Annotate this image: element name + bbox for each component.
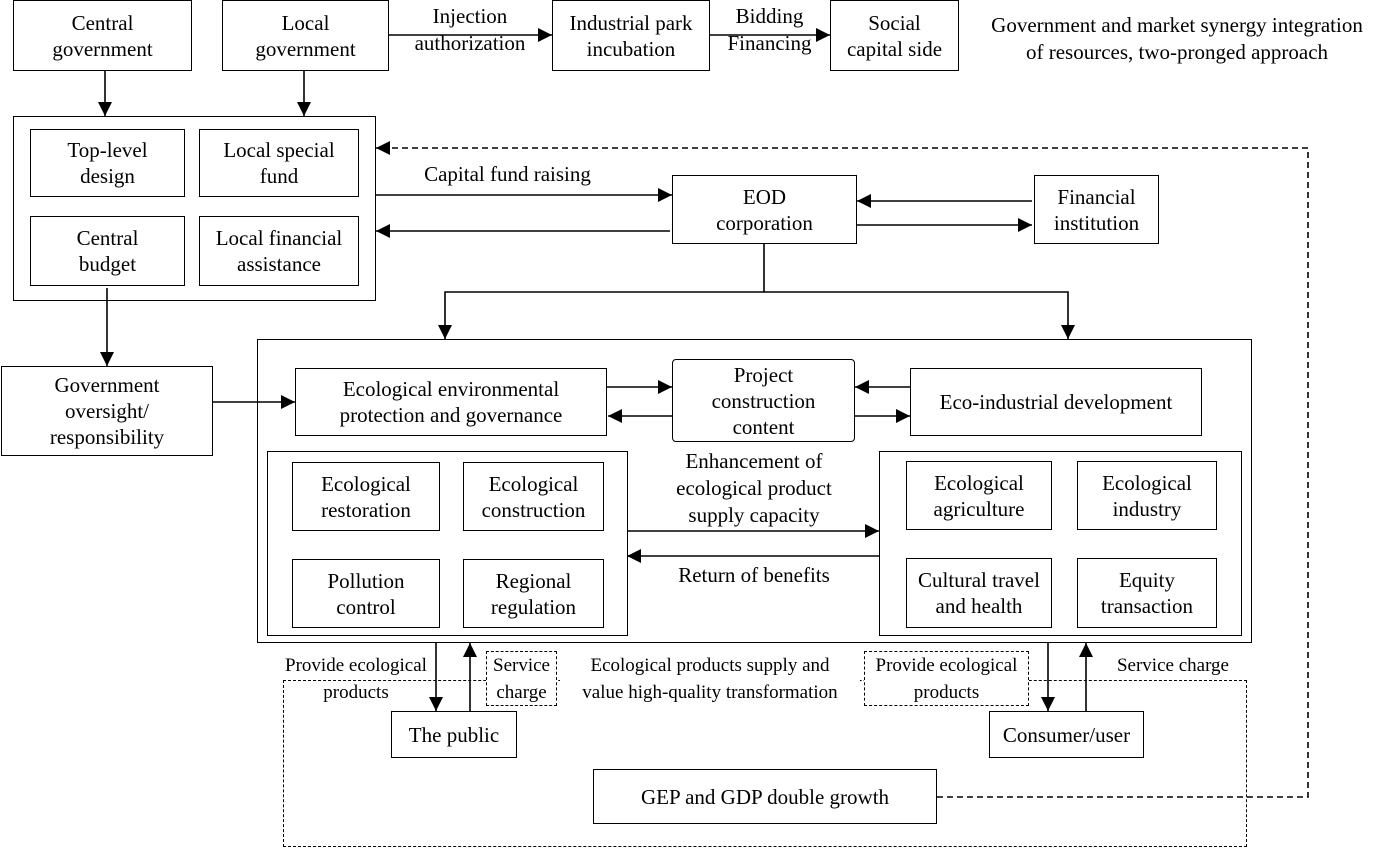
eco-industrial-dev-box: Eco-industrial development	[910, 368, 1202, 436]
eco-industry-group	[879, 451, 1242, 636]
eod-split-line	[438, 244, 765, 339]
gov-funding-frame	[13, 116, 376, 301]
cultural-travel-box: Cultural travel and health	[906, 558, 1052, 628]
service-charge-right-label: Service charge	[1102, 652, 1244, 679]
pollution-control-box: Pollution control	[292, 559, 440, 628]
ecological-industry-box: Ecological industry	[1077, 461, 1217, 530]
ecological-agriculture-box: Ecological agriculture	[906, 461, 1052, 530]
ecological-construction-box: Ecological construction	[463, 462, 604, 531]
synergy-label: Government and market synergy integratio…	[991, 13, 1363, 64]
the-public-box: The public	[391, 711, 517, 758]
central-government-box: Central government	[13, 0, 192, 71]
provide-products-left-label: Provide ecological products	[285, 655, 427, 703]
eco-env-protection-box: Ecological environmental protection and …	[295, 368, 607, 436]
bidding-financing-label: Bidding Financing	[727, 4, 812, 55]
top-level-design-box: Top-level design	[30, 129, 185, 197]
government-oversight-box: Government oversight/ responsibility	[1, 366, 213, 456]
industrial-park-box: Industrial park incubation	[552, 0, 710, 71]
eod-corporation-box: EOD corporation	[672, 175, 857, 244]
local-government-box: Local government	[222, 0, 389, 71]
regional-regulation-box: Regional regulation	[463, 559, 604, 628]
central-budget-box: Central budget	[30, 216, 185, 286]
gep-gdp-box: GEP and GDP double growth	[593, 769, 937, 824]
ecological-restoration-box: Ecological restoration	[292, 462, 440, 531]
service-charge-left-box: Service charge	[486, 651, 557, 706]
eco-governance-group	[267, 451, 628, 636]
local-financial-assistance-box: Local financial assistance	[199, 216, 359, 286]
injection-authorization-label: Injection authorization	[414, 4, 526, 55]
social-capital-box: Social capital side	[830, 0, 959, 71]
dashed-feedback-loop	[376, 141, 1309, 798]
financial-institution-box: Financial institution	[1034, 175, 1159, 244]
project-construction-box: Project construction content	[672, 359, 855, 442]
eod-split-right	[764, 291, 1075, 339]
return-of-benefits-label: Return of benefits	[678, 563, 830, 587]
enhancement-label: Enhancement of ecological product supply…	[676, 449, 832, 527]
local-special-fund-box: Local special fund	[199, 129, 359, 197]
provide-products-right-box: Provide ecological products	[864, 651, 1029, 706]
equity-transaction-box: Equity transaction	[1077, 558, 1217, 628]
capital-fund-raising-label: Capital fund raising	[424, 162, 591, 186]
project-frame	[257, 339, 1252, 643]
eco-supply-transform-label: Ecological products supply and value hig…	[560, 652, 860, 706]
consumer-user-box: Consumer/user	[989, 711, 1144, 758]
